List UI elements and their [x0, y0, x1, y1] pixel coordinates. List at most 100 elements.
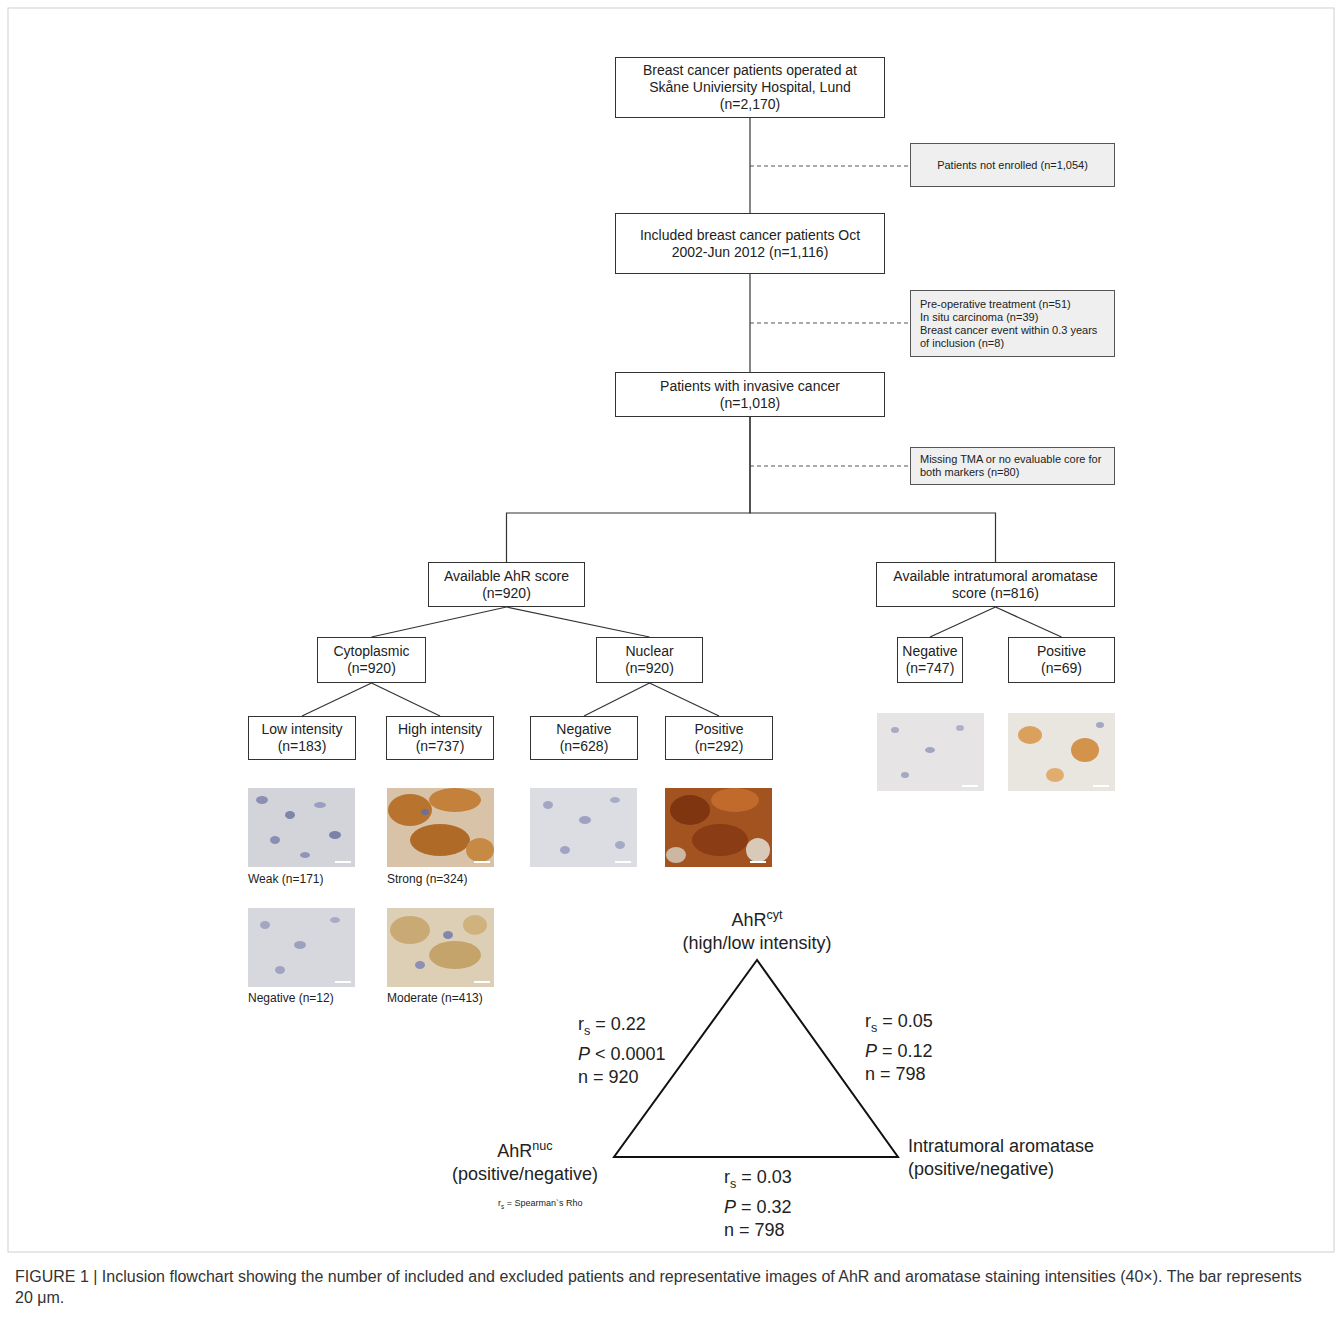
figure-label: s — [730, 1177, 736, 1191]
process-box: High intensity (n=737) — [386, 716, 494, 760]
nucleus — [891, 727, 899, 733]
nucleus — [925, 747, 935, 753]
stained-region — [692, 824, 748, 856]
box-text: Included breast cancer patients Oct 2002… — [632, 227, 868, 261]
stained-region — [466, 838, 494, 862]
nucleus — [615, 841, 625, 849]
nucleus — [294, 941, 306, 949]
connector-line — [996, 607, 1062, 637]
box-text: Low intensity (n=183) — [254, 721, 350, 755]
figure-label: Weak (n=171) — [248, 872, 324, 886]
box-text: Missing TMA or no evaluable core for bot… — [920, 453, 1105, 479]
label-line: (positive/negative) — [908, 1158, 1094, 1181]
box-text: In situ carcinoma (n=39) — [920, 311, 1105, 324]
nucleus — [270, 836, 280, 844]
micrograph — [387, 908, 494, 987]
stained-region — [429, 788, 481, 812]
micrograph — [387, 788, 494, 867]
nucleus — [956, 725, 964, 731]
nucleus — [300, 852, 310, 858]
figure-label: r — [724, 1167, 730, 1187]
figure-caption: FIGURE 1 | Inclusion flowchart showing t… — [15, 1266, 1315, 1308]
stained-region — [388, 794, 432, 826]
label-line: P= 0.12 — [865, 1040, 933, 1063]
figure-label: (high/low intensity) — [682, 933, 831, 953]
box-text: Negative (n=747) — [902, 643, 958, 677]
scale-bar — [1093, 785, 1109, 787]
process-box: Negative (n=628) — [530, 716, 638, 760]
label-line: AhRnuc — [452, 1135, 598, 1163]
unstained-region — [666, 847, 686, 863]
label-group: AhRnuc(positive/negative) — [452, 1135, 598, 1186]
stained-region — [390, 916, 430, 944]
figure-label: Moderate (n=413) — [387, 991, 483, 1005]
figure-label: Intratumoral aromatase — [908, 1136, 1094, 1156]
box-text: Patients with invasive cancer (n=1,018) — [632, 378, 868, 412]
process-box: Available intratumoral aromatase score (… — [876, 562, 1115, 607]
figure-label: = Spearman`s Rho — [507, 1198, 583, 1208]
process-box: Breast cancer patients operated at Skåne… — [615, 57, 885, 118]
nucleus — [1096, 722, 1104, 728]
nucleus — [256, 796, 268, 804]
nucleus — [443, 931, 453, 939]
label-line: n = 920 — [578, 1066, 666, 1089]
figure-label: = 0.12 — [882, 1041, 933, 1061]
connector-line — [749, 118, 750, 213]
scale-bar — [962, 785, 978, 787]
figure-label: nuc — [532, 1139, 552, 1153]
scale-bar — [750, 861, 766, 863]
box-text: Patients not enrolled (n=1,054) — [920, 159, 1105, 172]
label-line: n = 798 — [865, 1063, 933, 1086]
stained-region — [1018, 726, 1042, 744]
figure-label: (positive/negative) — [908, 1159, 1054, 1179]
label-group: rs= 0.03P= 0.32 n = 798 — [724, 1166, 792, 1242]
scale-bar — [474, 861, 490, 863]
connector-line — [302, 683, 372, 716]
micrograph-weak — [248, 788, 355, 867]
box-text: Breast cancer event within 0.3 years of … — [920, 324, 1105, 350]
process-box: Cytoplasmic (n=920) — [317, 637, 426, 683]
label-group: Strong (n=324) — [387, 872, 467, 887]
figure-label: = 0.32 — [741, 1197, 792, 1217]
nucleus — [275, 966, 285, 974]
label-line: Moderate (n=413) — [387, 991, 483, 1006]
connector-line — [749, 274, 750, 372]
label-group: Intratumoral aromatase (positive/negative… — [908, 1135, 1094, 1181]
label-line: Intratumoral aromatase — [908, 1135, 1094, 1158]
exclusion-leader — [750, 323, 910, 324]
stained-region — [670, 795, 710, 825]
process-box: Nuclear (n=920) — [596, 637, 703, 683]
nucleus — [560, 846, 570, 854]
box-text: Available intratumoral aromatase score (… — [885, 568, 1106, 602]
label-line: (high/low intensity) — [682, 932, 831, 955]
nucleus — [329, 831, 341, 839]
figure-label: s — [501, 1203, 504, 1210]
figure-label: P — [724, 1197, 736, 1217]
stained-region — [1046, 768, 1064, 782]
figure-label: P — [578, 1044, 590, 1064]
micrograph-aromatase-positive — [1008, 713, 1115, 791]
micrograph — [248, 908, 355, 987]
nucleus — [901, 772, 909, 778]
nucleus — [330, 917, 340, 923]
scale-bar — [335, 861, 351, 863]
label-group: Weak (n=171) — [248, 872, 324, 887]
figure-label: AhR — [497, 1141, 532, 1161]
nucleus — [314, 802, 326, 808]
figure-label: = 0.05 — [882, 1011, 933, 1031]
nucleus — [610, 797, 620, 803]
label-line: rs= 0.05 — [865, 1010, 933, 1040]
box-text: Positive (n=292) — [671, 721, 767, 755]
micrograph-nuclear-negative — [530, 788, 637, 867]
stained-region — [711, 788, 759, 812]
figure-label: n = 798 — [724, 1220, 785, 1240]
figure-label: s — [584, 1024, 590, 1038]
connector-line — [372, 607, 507, 637]
connector-line — [584, 683, 650, 716]
nucleus — [543, 801, 553, 809]
process-box: Included breast cancer patients Oct 2002… — [615, 213, 885, 274]
label-line: rs= 0.03 — [724, 1166, 792, 1196]
exclusion-box: Pre-operative treatment (n=51)In situ ca… — [910, 290, 1115, 357]
box-text: Pre-operative treatment (n=51) — [920, 298, 1105, 311]
stained-region — [463, 915, 487, 935]
